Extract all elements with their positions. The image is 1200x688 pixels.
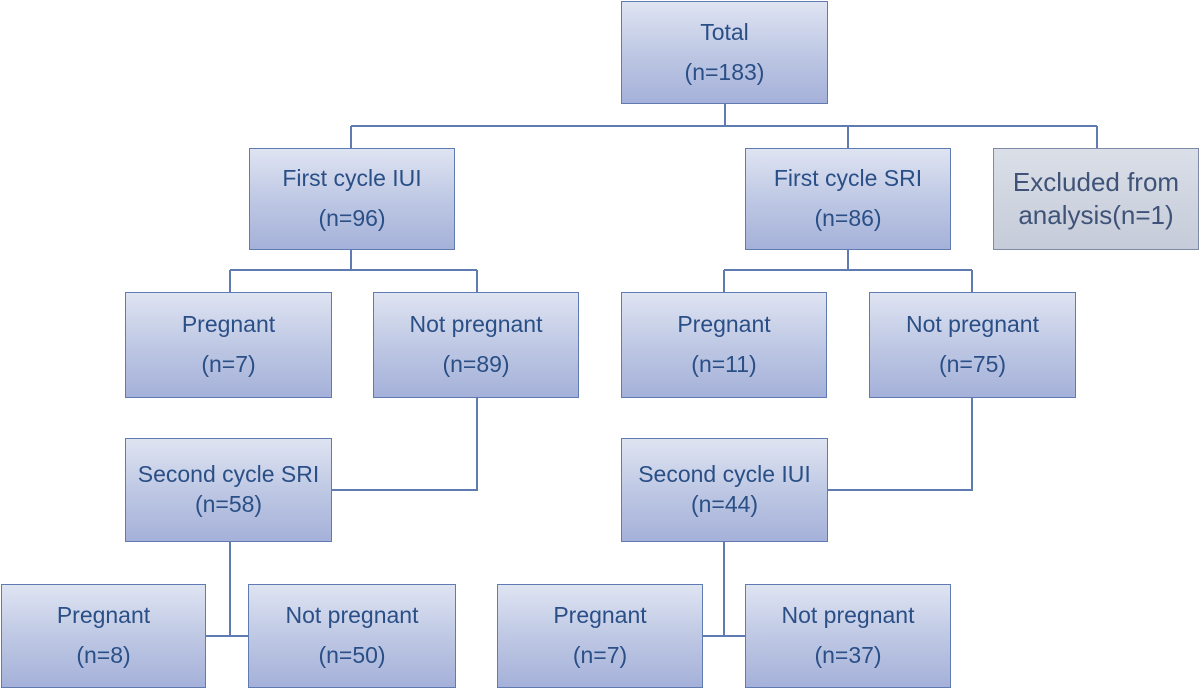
node-sri-not-pregnant-count: (n=75) (938, 351, 1007, 377)
node-excluded-line2: analysis(n=1) (1018, 200, 1174, 230)
node-second-cycle-sri: Second cycle SRI (n=58) (125, 438, 332, 542)
node-second-cycle-sri-count: (n=58) (194, 491, 263, 517)
node-iui-pregnant: Pregnant (n=7) (125, 292, 332, 398)
node-first-cycle-sri: First cycle SRI (n=86) (745, 148, 951, 250)
node-first-cycle-sri-label: First cycle SRI (773, 165, 923, 192)
node-second-cycle-iui-count: (n=44) (690, 491, 759, 517)
node-second-sri-pregnant-label: Pregnant (56, 602, 151, 629)
node-iui-not-pregnant-label: Not pregnant (409, 311, 543, 338)
node-first-cycle-iui-label: First cycle IUI (282, 165, 422, 192)
node-first-cycle-iui: First cycle IUI (n=96) (249, 148, 455, 250)
node-sri-not-pregnant-label: Not pregnant (906, 311, 1039, 338)
node-first-cycle-sri-count: (n=86) (814, 205, 882, 231)
node-second-cycle-sri-label: Second cycle SRI (137, 461, 320, 488)
node-second-iui-pregnant-count: (n=7) (572, 642, 628, 668)
node-second-iui-not-pregnant: Not pregnant (n=37) (745, 584, 951, 688)
node-second-iui-pregnant: Pregnant (n=7) (497, 584, 703, 688)
node-sri-pregnant: Pregnant (n=11) (621, 292, 827, 398)
node-second-sri-not-pregnant: Not pregnant (n=50) (248, 584, 456, 688)
node-first-cycle-iui-count: (n=96) (318, 205, 386, 231)
node-sri-pregnant-count: (n=11) (691, 351, 757, 377)
node-iui-pregnant-count: (n=7) (201, 351, 256, 377)
node-second-iui-pregnant-label: Pregnant (553, 602, 647, 629)
node-excluded-line1: Excluded from (1012, 166, 1180, 197)
node-second-iui-not-pregnant-count: (n=37) (814, 642, 882, 668)
node-second-cycle-iui-label: Second cycle IUI (638, 461, 811, 488)
node-second-iui-not-pregnant-label: Not pregnant (781, 602, 915, 629)
node-second-sri-not-pregnant-label: Not pregnant (285, 602, 419, 629)
node-second-cycle-iui: Second cycle IUI (n=44) (621, 438, 828, 542)
node-second-sri-not-pregnant-count: (n=50) (318, 642, 386, 668)
node-sri-pregnant-label: Pregnant (677, 311, 771, 338)
node-total-label: Total (700, 18, 749, 45)
node-iui-pregnant-label: Pregnant (181, 311, 276, 338)
node-excluded: Excluded from analysis(n=1) (993, 148, 1199, 250)
connector-to-second-sri (332, 398, 478, 491)
node-sri-not-pregnant: Not pregnant (n=75) (869, 292, 1076, 398)
node-total: Total (n=183) (621, 1, 828, 104)
node-iui-not-pregnant-count: (n=89) (442, 351, 510, 377)
node-second-sri-pregnant: Pregnant (n=8) (1, 584, 206, 688)
node-second-sri-pregnant-count: (n=8) (76, 642, 131, 668)
connector-to-second-iui (828, 398, 973, 491)
node-iui-not-pregnant: Not pregnant (n=89) (373, 292, 579, 398)
node-total-count: (n=183) (684, 58, 765, 85)
